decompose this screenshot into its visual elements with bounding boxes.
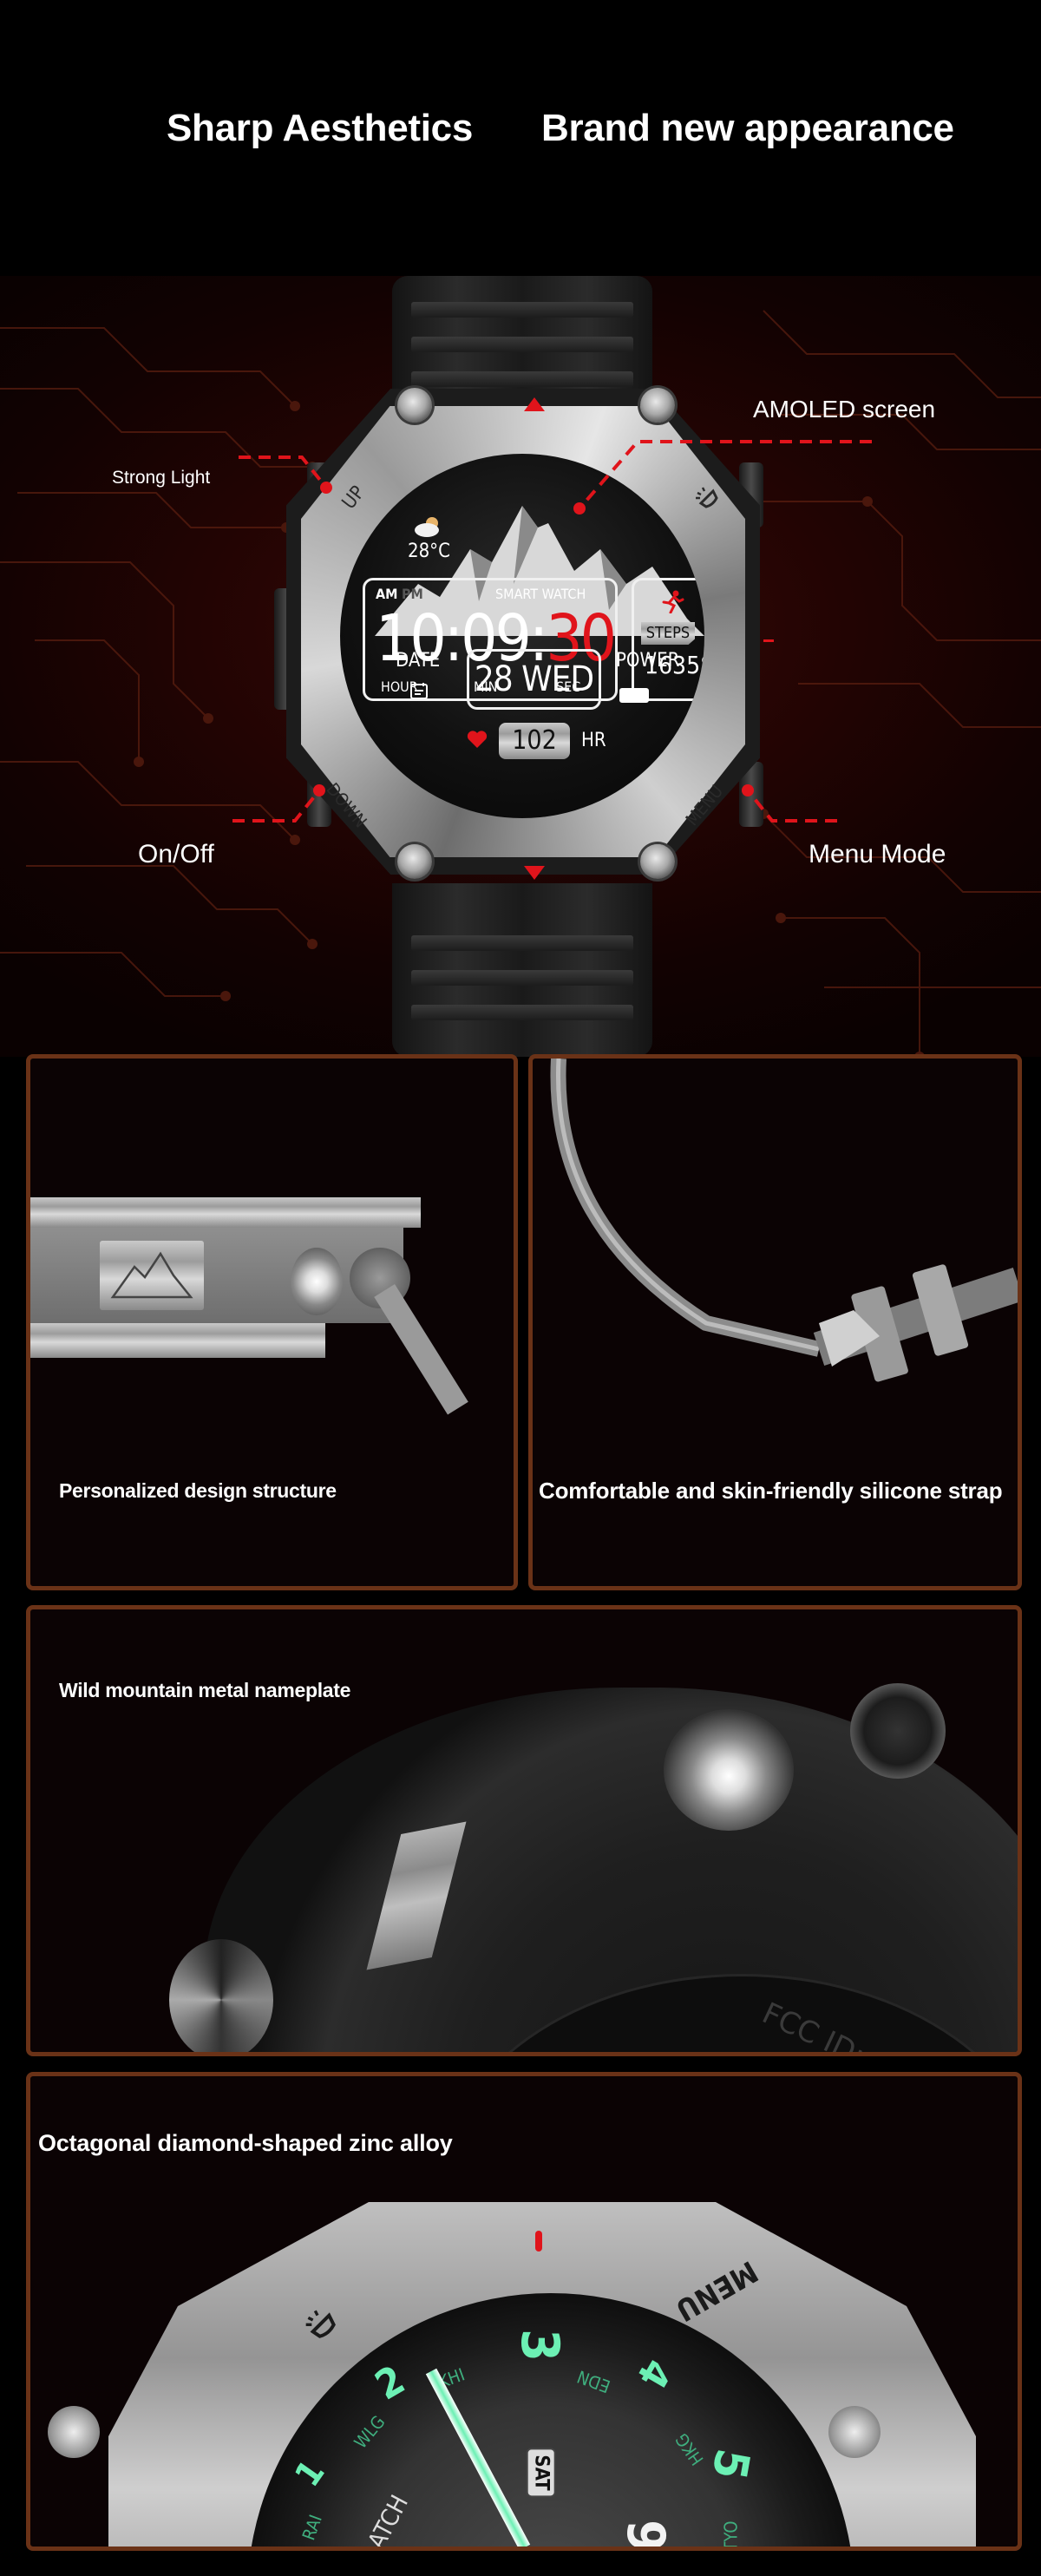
running-icon bbox=[662, 590, 684, 613]
panel-caption: Octagonal diamond-shaped zinc alloy bbox=[38, 2130, 453, 2156]
date-value: 28 WED bbox=[467, 649, 601, 710]
hr-label: HR bbox=[581, 730, 606, 751]
time-hour: 10 bbox=[376, 601, 447, 676]
mountain-nameplate bbox=[100, 1241, 204, 1310]
headline-sharp-aesthetics: Sharp Aesthetics bbox=[167, 107, 474, 149]
weather-cloud-sun-icon bbox=[415, 517, 439, 537]
bezel-screw-icon bbox=[640, 388, 675, 423]
panel-mountain-nameplate: FCC ID: Wild mountain metal nameplate bbox=[26, 1605, 1022, 2056]
flashlight-lens bbox=[664, 1709, 794, 1831]
down-triangle-icon bbox=[524, 866, 545, 880]
panel-caption: Wild mountain metal nameplate bbox=[59, 1679, 351, 1701]
callout-amoled-screen: AMOLED screen bbox=[753, 396, 936, 423]
panel-silicone-strap: Comfortable and skin-friendly silicone s… bbox=[528, 1054, 1022, 1590]
power-label: POWER bbox=[616, 650, 680, 672]
bezel-screw-icon bbox=[397, 388, 432, 423]
time-minute: 09 bbox=[461, 601, 532, 676]
torx-screw-icon bbox=[850, 1683, 946, 1779]
callout-leader-lines bbox=[232, 440, 872, 823]
up-triangle-icon bbox=[524, 397, 545, 411]
time-display: 10:09:30 bbox=[376, 601, 617, 676]
callout-menu-mode: Menu Mode bbox=[809, 840, 946, 868]
dial-number-3: 3 bbox=[508, 2329, 570, 2362]
heart-icon bbox=[467, 731, 488, 748]
header-banner: Sharp Aesthetics Brand new appearance bbox=[0, 0, 1041, 276]
bottom-strap bbox=[392, 883, 652, 1057]
steps-box: STEPS 16358 bbox=[632, 578, 704, 701]
bezel-screw-icon bbox=[828, 2406, 881, 2458]
headline-brand-new-appearance: Brand new appearance bbox=[541, 107, 954, 149]
date-label: DATE bbox=[396, 650, 441, 672]
circuit-background bbox=[0, 276, 1041, 1057]
watch-side-profile-image bbox=[30, 1180, 514, 1415]
bezel-screw-icon bbox=[640, 844, 675, 879]
temperature: 28°C bbox=[408, 541, 450, 562]
heart-rate-value: 102 bbox=[499, 723, 570, 759]
partial-digit: 9 bbox=[614, 2520, 676, 2551]
flashlight-icon bbox=[696, 487, 718, 508]
sec-label: SEC bbox=[556, 678, 581, 695]
panel-zinc-alloy: MENU 1 2 3 4 5 RAI WLG KHI EDN HKG TYO S… bbox=[26, 2072, 1022, 2551]
callout-strong-light: Strong Light bbox=[112, 468, 211, 488]
day-window: SAT bbox=[526, 2448, 556, 2498]
hero-watch-section: UP DOWN MENU 28°C AM PM SMART WATCH 10:0… bbox=[0, 276, 1041, 1057]
watch-screen: 28°C AM PM SMART WATCH 10:09:30 HOUR MIN… bbox=[340, 454, 704, 818]
flashlight-lens bbox=[291, 1248, 343, 1315]
am-indicator: AM bbox=[376, 586, 398, 602]
bezel-marker bbox=[763, 639, 774, 642]
flashlight-icon bbox=[305, 2310, 336, 2338]
city-code: TYO bbox=[720, 2520, 742, 2551]
bezel-screw-icon bbox=[48, 2406, 100, 2458]
brand-label: SMART WATCH bbox=[495, 586, 586, 602]
time-second: 30 bbox=[546, 601, 617, 676]
time-box: AM PM SMART WATCH 10:09:30 HOUR MIN SEC bbox=[363, 578, 618, 701]
pm-indicator: PM bbox=[402, 586, 423, 602]
bezel-marker bbox=[535, 2231, 542, 2252]
min-label: MIN bbox=[474, 678, 498, 695]
calendar-icon bbox=[410, 683, 428, 699]
side-crown-button bbox=[169, 1939, 273, 2052]
callout-on-off: On/Off bbox=[138, 840, 214, 868]
panel-caption: Comfortable and skin-friendly silicone s… bbox=[539, 1478, 1003, 1504]
hour-label: HOUR bbox=[381, 678, 418, 695]
steps-label: STEPS bbox=[641, 622, 695, 645]
panel-caption: Personalized design structure bbox=[59, 1479, 337, 1502]
strap-loop-image bbox=[550, 1059, 1018, 1382]
battery-icon bbox=[619, 688, 649, 703]
steps-value: 16358 bbox=[645, 651, 704, 679]
panel-design-structure: Personalized design structure bbox=[26, 1054, 518, 1590]
mountain-engraving-icon bbox=[110, 1251, 193, 1299]
bezel-screw-icon bbox=[397, 844, 432, 879]
mountain-artwork bbox=[375, 506, 704, 636]
